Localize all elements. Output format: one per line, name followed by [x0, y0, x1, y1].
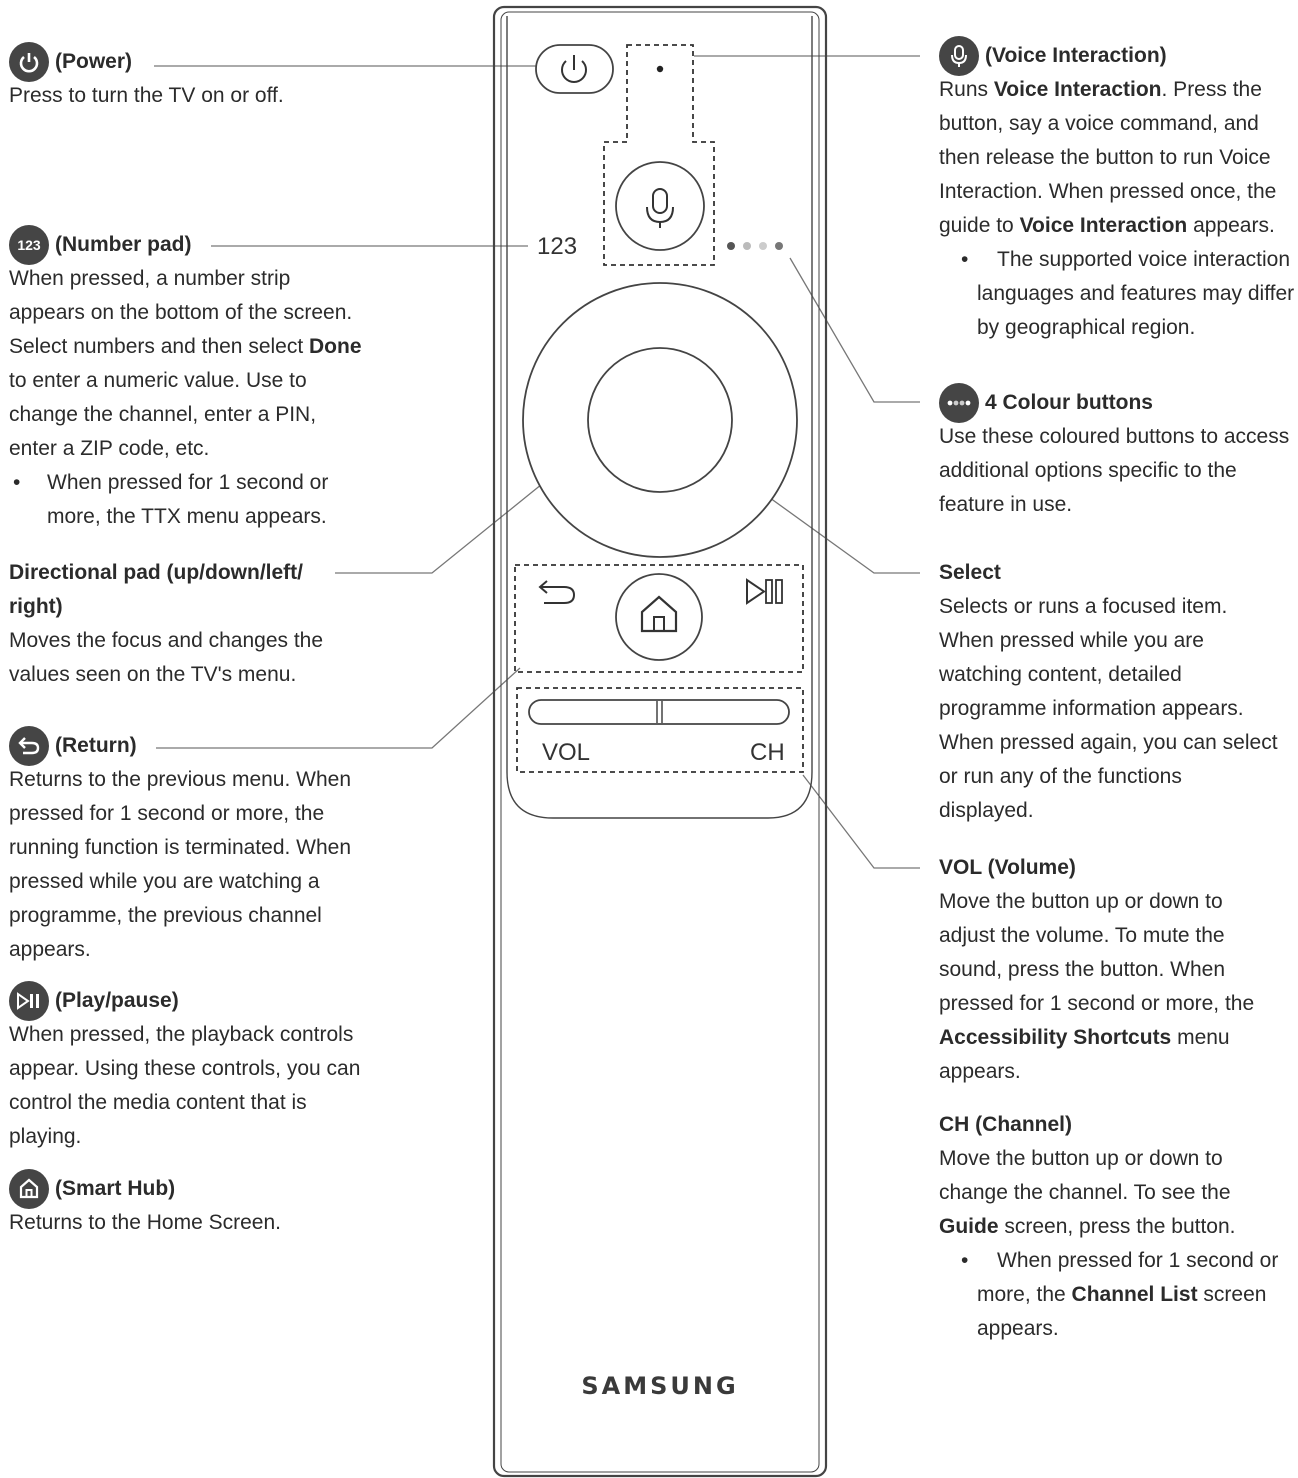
remote-return-button[interactable]: [538, 580, 576, 604]
microphone-icon: [646, 188, 674, 228]
remote-number-pad-label[interactable]: 123: [537, 233, 577, 260]
select-body: Selects or runs a focused item. When pre…: [939, 595, 1278, 822]
power-title: (Power): [55, 50, 133, 73]
vol-title: VOL (Volume): [939, 856, 1076, 879]
colour-dots-icon: [939, 383, 979, 423]
play-icon: [746, 578, 766, 605]
remote-colour-buttons[interactable]: [727, 242, 783, 250]
vol-description: VOL (Volume) Move the button up or down …: [939, 851, 1279, 1089]
smart-hub-badge-icon: [9, 1169, 49, 1209]
vol-callout-line: [802, 774, 920, 869]
directional-pad-title: Directional pad (up/down/left/ right): [9, 561, 303, 618]
colour-buttons-title: 4 Colour buttons: [985, 391, 1153, 414]
return-body: Returns to the previous menu. When press…: [9, 768, 352, 961]
power-body: Press to turn the TV on or off.: [9, 84, 284, 107]
power-description: (Power) Press to turn the TV on or off.: [9, 42, 489, 113]
play-pause-title: (Play/pause): [55, 989, 179, 1012]
voice-body: Runs Voice Interaction. Press the button…: [939, 78, 1277, 237]
home-icon: [640, 595, 678, 633]
remote-home-button[interactable]: [615, 573, 703, 661]
voice-title: (Voice Interaction): [985, 44, 1167, 67]
number-pad-description: 123 (Number pad) When pressed, a number …: [9, 225, 364, 534]
vol-ch-area: [516, 687, 804, 773]
remote-play-pause-button[interactable]: [746, 578, 783, 605]
ch-description: CH (Channel) Move the button up or down …: [939, 1108, 1284, 1346]
select-title: Select: [939, 561, 1001, 584]
colour-buttons-body: Use these coloured buttons to access add…: [939, 425, 1290, 516]
play-pause-badge-icon: [9, 981, 49, 1021]
voice-bullet: •The supported voice interaction languag…: [961, 248, 1295, 339]
smart-hub-body: Returns to the Home Screen.: [9, 1211, 281, 1234]
voice-badge-icon: [939, 36, 979, 76]
dpad-callout-line: [335, 462, 569, 574]
ch-title: CH (Channel): [939, 1113, 1072, 1136]
number-pad-badge: 123: [9, 225, 49, 265]
colour-buttons-description: 4 Colour buttons Use these coloured butt…: [939, 383, 1294, 522]
voice-button-area: [603, 44, 715, 266]
number-pad-bullet: •When pressed for 1 second or more, the …: [13, 471, 329, 528]
microphone-hole: [656, 65, 664, 73]
remote-vol-ch-rocker[interactable]: [528, 699, 790, 725]
remote-power-button[interactable]: [535, 44, 614, 94]
return-badge-icon: [9, 726, 49, 766]
return-title: (Return): [55, 734, 137, 757]
remote-ch-label: CH: [750, 739, 785, 766]
colour-callout-line: [789, 257, 920, 403]
play-pause-body: When pressed, the playback controls appe…: [9, 1023, 361, 1148]
ch-bullet: •When pressed for 1 second or more, the …: [961, 1249, 1279, 1340]
samsung-logo: SAMSUNG: [581, 1372, 739, 1400]
remote-select-button[interactable]: [587, 347, 733, 493]
remote-voice-button[interactable]: [615, 161, 705, 251]
smart-hub-title: (Smart Hub): [55, 1177, 176, 1200]
vol-body: Move the button up or down to adjust the…: [939, 890, 1255, 1083]
return-description: (Return) Returns to the previous menu. W…: [9, 726, 359, 967]
remote-body: [492, 5, 828, 1478]
number-pad-body: When pressed, a number strip appears on …: [9, 267, 362, 460]
smart-hub-description: (Smart Hub) Returns to the Home Screen.: [9, 1169, 409, 1240]
select-description: Select Selects or runs a focused item. W…: [939, 556, 1279, 828]
number-pad-title: (Number pad): [55, 233, 192, 256]
remote-vol-label: VOL: [542, 739, 590, 766]
directional-pad-description: Directional pad (up/down/left/ right) Mo…: [9, 556, 339, 692]
voice-description: (Voice Interaction) Runs Voice Interacti…: [939, 36, 1295, 345]
directional-pad-body: Moves the focus and changes the values s…: [9, 629, 324, 686]
control-button-area: [514, 564, 804, 673]
play-pause-description: (Play/pause) When pressed, the playback …: [9, 981, 364, 1154]
return-callout-line: [156, 667, 521, 749]
power-icon: [9, 42, 49, 82]
ch-body: Move the button up or down to change the…: [939, 1147, 1236, 1238]
